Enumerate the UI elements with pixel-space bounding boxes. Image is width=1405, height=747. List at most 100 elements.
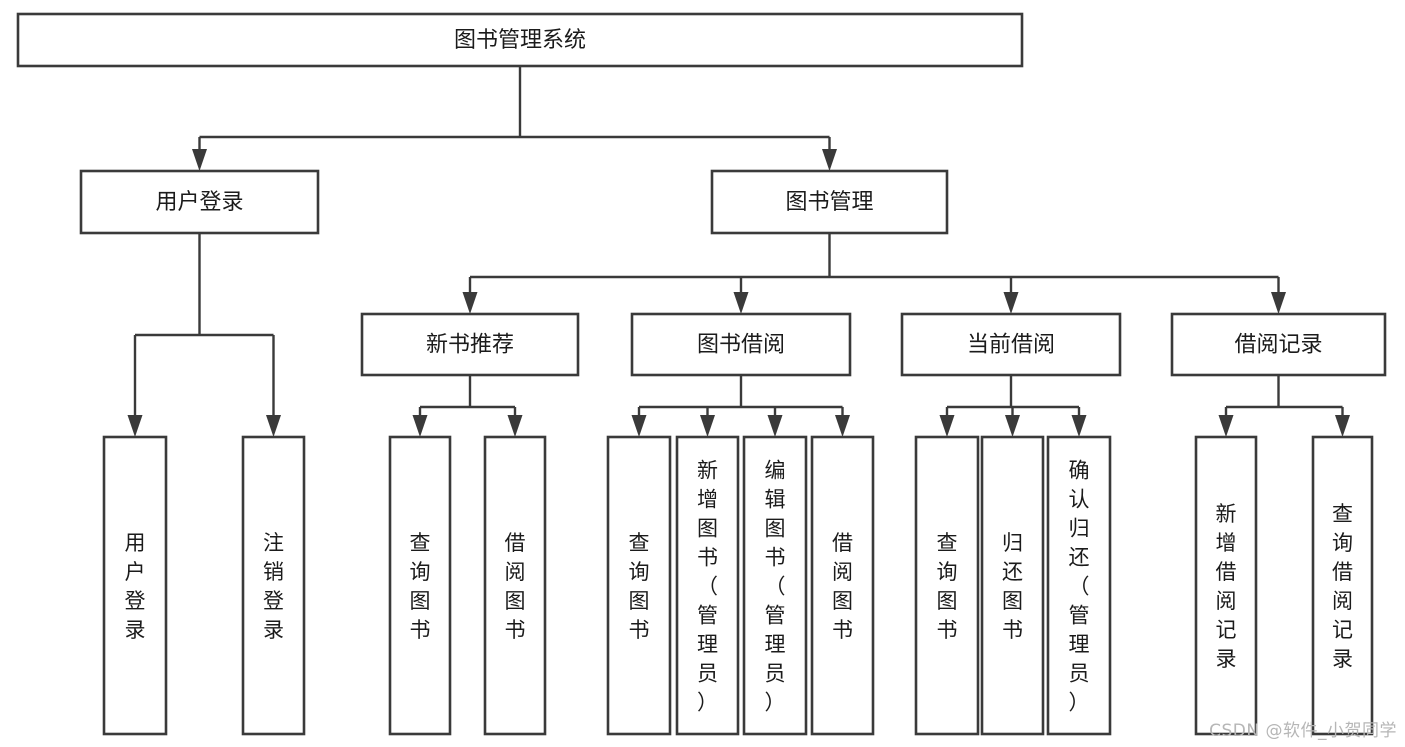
- node-label: 新增图书（管理员）: [697, 459, 718, 715]
- node-label-char: 阅: [1332, 589, 1353, 613]
- node-leaf-user-login[interactable]: 用户登录: [102, 435, 168, 736]
- node-label-char: 管: [697, 604, 718, 628]
- node-box[interactable]: [675, 435, 740, 736]
- node-label-char: （: [1069, 575, 1090, 599]
- node-leaf-borrow-add[interactable]: 新增图书（管理员）: [675, 435, 740, 736]
- csdn-watermark: CSDN @软件_小贺同学: [1209, 721, 1397, 741]
- arrow-head-icon: [1003, 292, 1019, 314]
- node-box[interactable]: [102, 435, 168, 736]
- node-label: 注销登录: [263, 531, 284, 642]
- node-label-char: 借: [1332, 560, 1353, 584]
- arrow-head-icon: [1071, 415, 1087, 437]
- node-label: 借阅记录: [1234, 333, 1322, 358]
- node-label-char: 查: [410, 531, 431, 555]
- node-label-char: 图: [832, 589, 853, 613]
- node-box[interactable]: [1194, 435, 1258, 736]
- node-label-char: 借: [1216, 560, 1237, 584]
- node-box[interactable]: [606, 435, 672, 736]
- arrow-head-icon: [192, 149, 207, 171]
- node-label-char: 还: [1002, 560, 1023, 584]
- connector-group-record: [1218, 375, 1350, 437]
- node-label-char: 辑: [765, 488, 786, 512]
- node-leaf-borrow-lend[interactable]: 借阅图书: [810, 435, 875, 736]
- node-leaf-current-confirm[interactable]: 确认归还（管理员）: [1046, 435, 1112, 736]
- node-label-char: （: [765, 575, 786, 599]
- node-leaf-record-add[interactable]: 新增借阅记录: [1194, 435, 1258, 736]
- node-borrow[interactable]: 图书借阅: [630, 312, 852, 377]
- arrow-head-icon: [733, 292, 749, 314]
- node-newbook[interactable]: 新书推荐: [360, 312, 580, 377]
- node-label-char: 询: [410, 560, 431, 584]
- node-box[interactable]: [241, 435, 306, 736]
- node-box[interactable]: [1046, 435, 1112, 736]
- node-label: 归还图书: [1002, 531, 1023, 642]
- node-label: 图书管理系统: [454, 28, 586, 53]
- node-label-char: 查: [629, 531, 650, 555]
- node-label: 当前借阅: [967, 333, 1055, 358]
- connector-layer: [127, 66, 1350, 437]
- node-label: 用户登录: [155, 190, 243, 215]
- node-label: 查询图书: [410, 531, 431, 642]
- node-box[interactable]: [810, 435, 875, 736]
- node-label: 查询借阅记录: [1332, 502, 1353, 671]
- node-label-char: 录: [1216, 647, 1237, 671]
- node-box[interactable]: [980, 435, 1045, 736]
- node-label-char: 管: [765, 604, 786, 628]
- node-label-char: 理: [765, 633, 786, 657]
- node-leaf-new-borrow[interactable]: 借阅图书: [483, 435, 547, 736]
- node-box[interactable]: [742, 435, 808, 736]
- node-label-char: 书: [1002, 618, 1023, 642]
- node-label-char: 阅: [505, 560, 526, 584]
- node-current[interactable]: 当前借阅: [900, 312, 1122, 377]
- arrow-head-icon: [700, 415, 715, 437]
- node-label-char: ）: [697, 691, 718, 715]
- arrow-head-icon: [939, 415, 955, 437]
- node-label: 图书借阅: [697, 333, 785, 358]
- node-label-char: 借: [505, 531, 526, 555]
- node-label-char: 员: [697, 662, 718, 686]
- node-login[interactable]: 用户登录: [79, 169, 320, 235]
- arrow-head-icon: [127, 415, 143, 437]
- node-label-char: 登: [125, 589, 146, 613]
- arrow-head-icon: [1005, 415, 1020, 437]
- arrow-head-icon: [507, 415, 523, 437]
- arrow-head-icon: [412, 415, 428, 437]
- node-label-char: 登: [263, 589, 284, 613]
- node-label-char: 阅: [832, 560, 853, 584]
- node-box[interactable]: [388, 435, 452, 736]
- node-leaf-user-logout[interactable]: 注销登录: [241, 435, 306, 736]
- arrow-head-icon: [767, 415, 783, 437]
- node-box[interactable]: [360, 312, 580, 377]
- node-label: 编辑图书（管理员）: [765, 459, 786, 715]
- node-leaf-borrow-edit[interactable]: 编辑图书（管理员）: [742, 435, 808, 736]
- node-leaf-new-query[interactable]: 查询图书: [388, 435, 452, 736]
- node-leaf-current-query[interactable]: 查询图书: [914, 435, 980, 736]
- node-label-char: 图: [505, 589, 526, 613]
- node-label-char: （: [697, 575, 718, 599]
- node-label: 确认归还（管理员）: [1069, 459, 1090, 715]
- connector-group-login: [127, 233, 281, 437]
- node-box[interactable]: [1170, 312, 1387, 377]
- node-box[interactable]: [900, 312, 1122, 377]
- node-leaf-record-query[interactable]: 查询借阅记录: [1311, 435, 1374, 736]
- node-label-char: 记: [1332, 618, 1353, 642]
- node-leaf-current-return[interactable]: 归还图书: [980, 435, 1045, 736]
- node-box[interactable]: [914, 435, 980, 736]
- node-box[interactable]: [1311, 435, 1374, 736]
- node-label-char: 注: [263, 531, 284, 555]
- node-label: 借阅图书: [505, 531, 526, 642]
- node-record[interactable]: 借阅记录: [1170, 312, 1387, 377]
- node-box[interactable]: [483, 435, 547, 736]
- node-box[interactable]: [16, 12, 1024, 68]
- node-bookmgmt[interactable]: 图书管理: [710, 169, 949, 235]
- node-box[interactable]: [710, 169, 949, 235]
- node-label-char: 图: [697, 517, 718, 541]
- node-label-char: ）: [765, 691, 786, 715]
- node-leaf-borrow-query[interactable]: 查询图书: [606, 435, 672, 736]
- node-box[interactable]: [630, 312, 852, 377]
- node-box[interactable]: [79, 169, 320, 235]
- node-root[interactable]: 图书管理系统: [16, 12, 1024, 68]
- connector-group-bookmgmt: [462, 233, 1286, 314]
- node-label-char: 书: [505, 618, 526, 642]
